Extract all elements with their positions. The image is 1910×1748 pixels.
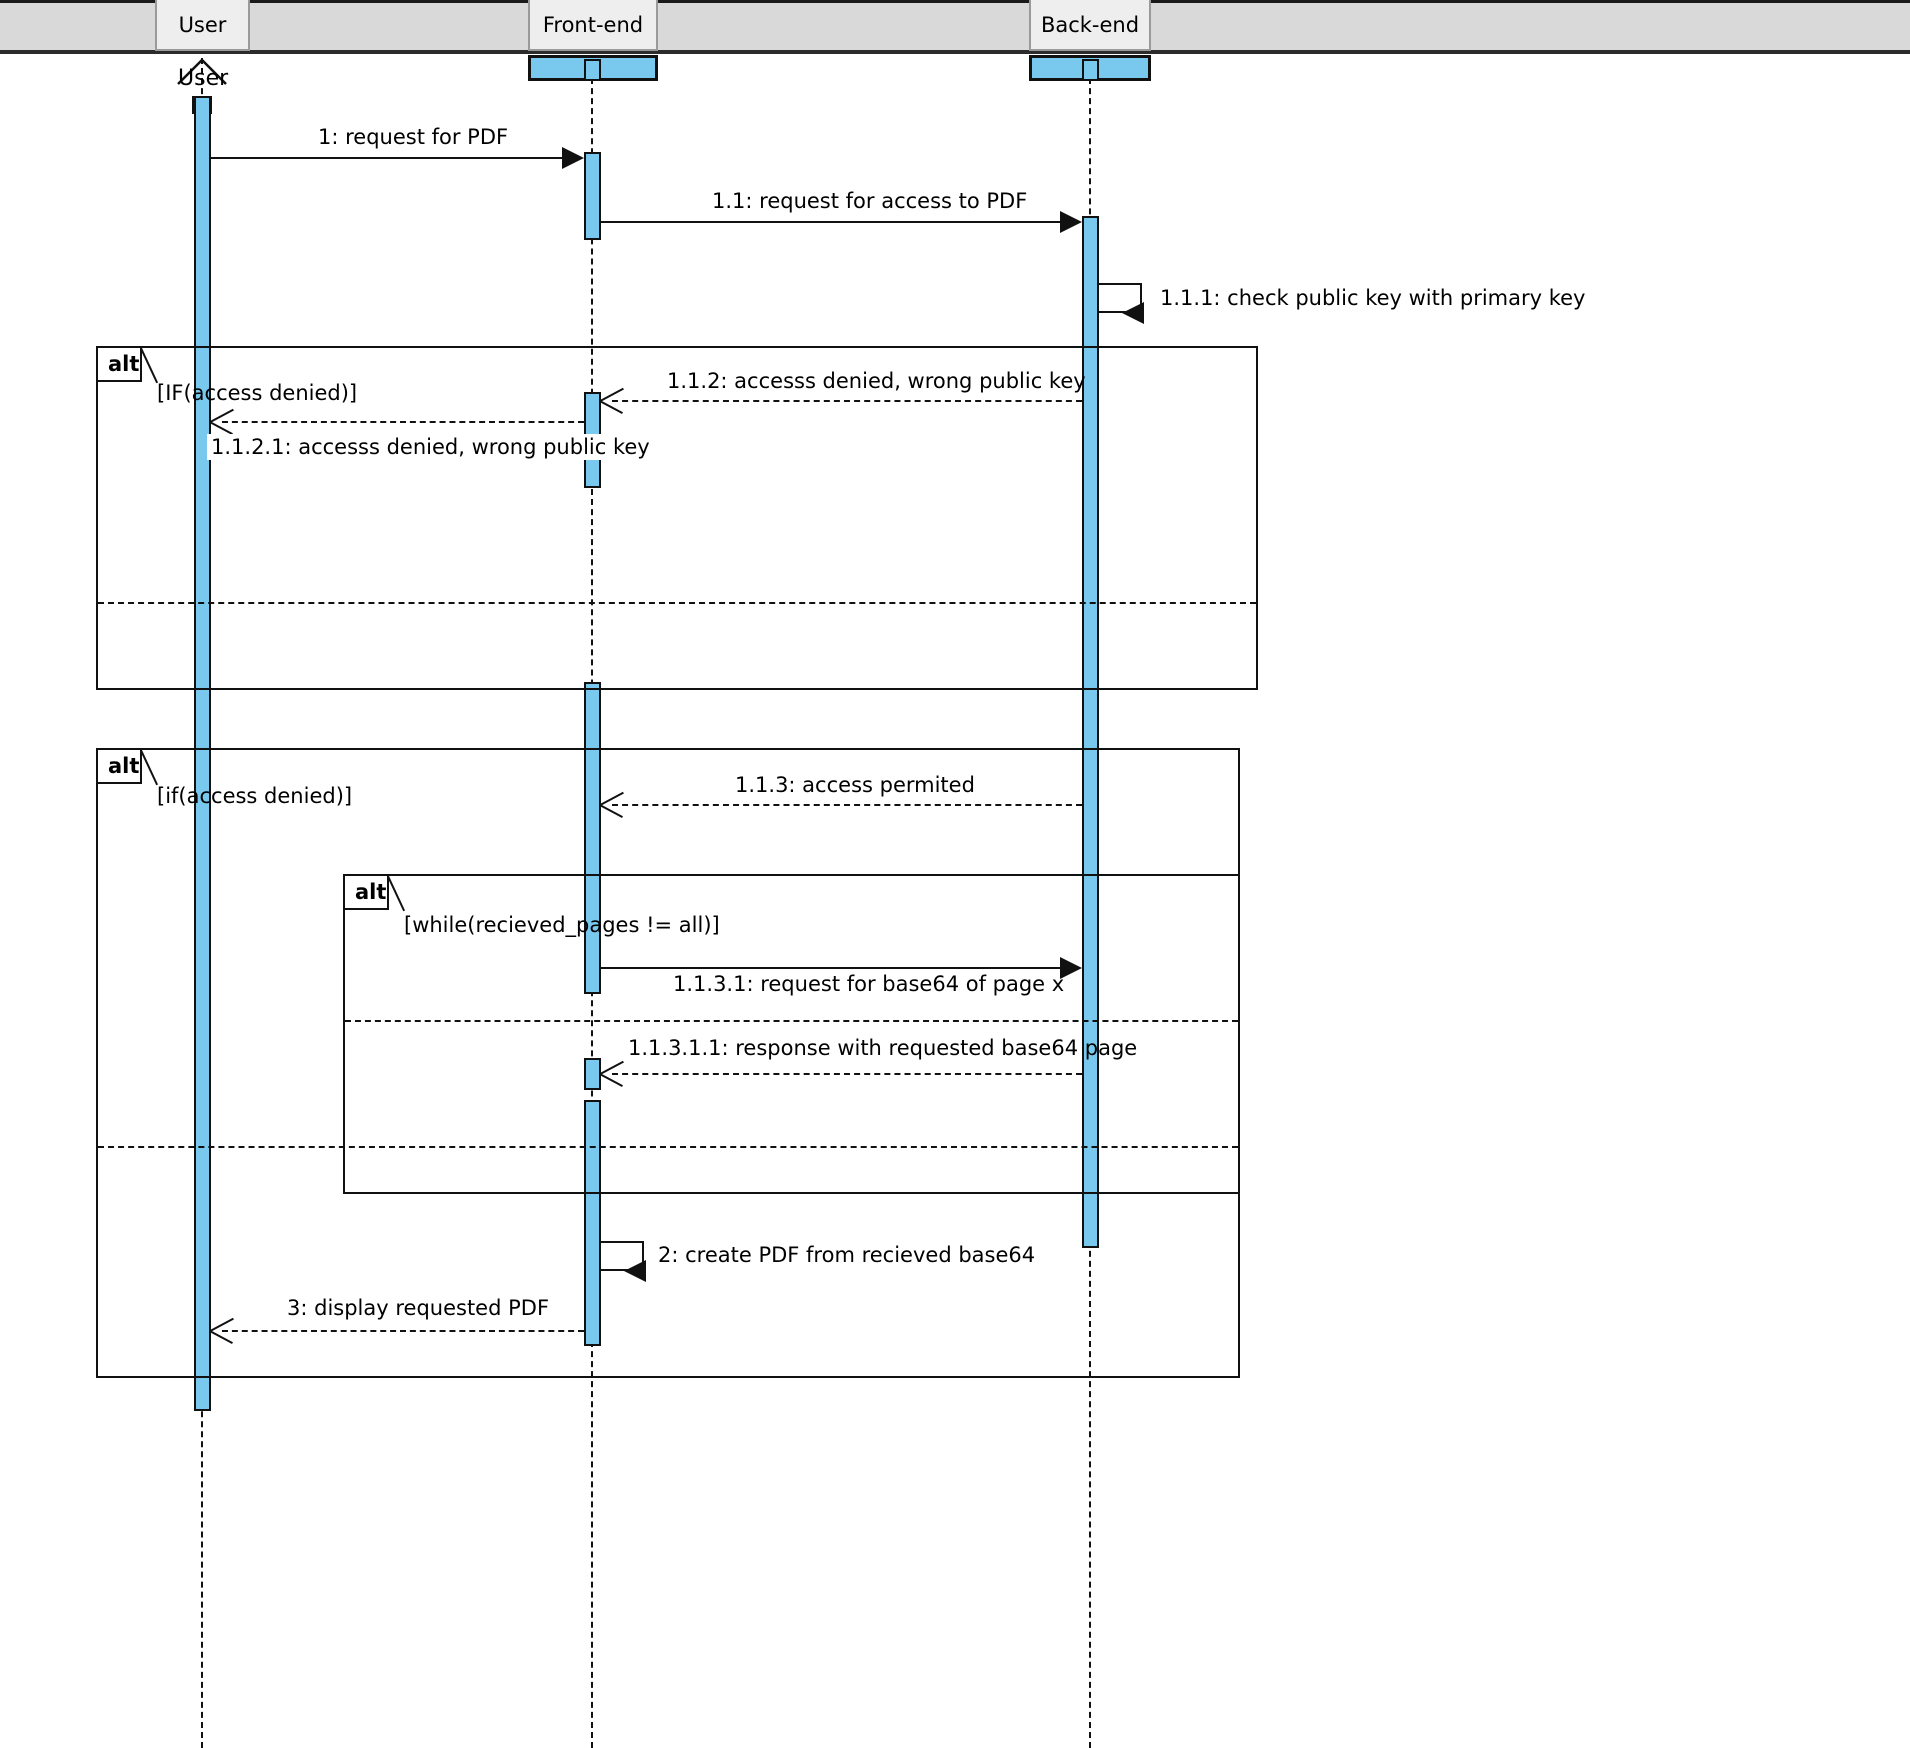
- message-10-label: 3: display requested PDF: [287, 1296, 550, 1320]
- message-4-arrowhead: [600, 387, 626, 413]
- message-9-selfcall-path: [600, 1241, 644, 1271]
- message-5-arrowhead: [210, 408, 236, 434]
- tab-user[interactable]: User: [155, 0, 250, 51]
- fragment-alt-2-divider: [98, 1146, 1238, 1148]
- message-6-label: 1.1.3: access permited: [735, 773, 975, 797]
- fragment-alt-1: [96, 346, 1258, 690]
- actor-roof-icon: [177, 58, 227, 85]
- message-10-arrowhead: [210, 1317, 236, 1343]
- message-9-arrowhead: [624, 1260, 646, 1282]
- message-8-arrowhead: [600, 1060, 626, 1086]
- message-1-line: [210, 157, 574, 159]
- fragment-alt-3-operator: alt: [345, 876, 389, 910]
- tab-backend-label: Back-end: [1040, 12, 1140, 37]
- message-10-line: [222, 1330, 584, 1332]
- message-2-label: 1.1: request for access to PDF: [712, 189, 1028, 213]
- message-8-line: [612, 1073, 1082, 1075]
- fragment-alt-1-divider: [98, 602, 1256, 604]
- message-6-line: [612, 804, 1082, 806]
- fragment-alt-3-notch: [389, 876, 405, 910]
- message-2-arrowhead: [1060, 211, 1082, 233]
- message-4-line: [612, 400, 1082, 402]
- message-5-label: 1.1.2.1: accesss denied, wrong public ke…: [207, 434, 654, 460]
- fragment-alt-1-operator: alt: [98, 348, 142, 382]
- activation-frontend-3: [584, 682, 601, 994]
- fragment-alt-1-notch: [142, 348, 158, 382]
- message-7-line: [600, 967, 1063, 969]
- tab-frontend-label: Front-end: [542, 12, 644, 37]
- fragment-alt-1-guard: [IF(access denied)]: [157, 381, 358, 405]
- tab-frontend[interactable]: Front-end: [528, 0, 658, 51]
- fragment-alt-3: [343, 874, 1240, 1194]
- message-5-line: [222, 421, 584, 423]
- message-3-label: 1.1.1: check public key with primary key: [1160, 286, 1586, 310]
- activation-backend-head: [1082, 59, 1099, 81]
- activation-user: [194, 96, 211, 1411]
- tab-backend[interactable]: Back-end: [1029, 0, 1151, 51]
- fragment-alt-2-guard: [if(access denied)]: [157, 784, 353, 808]
- activation-frontend-5: [584, 1100, 601, 1346]
- message-3-selfcall-path: [1098, 283, 1142, 313]
- fragment-alt-3-operator-label: alt: [355, 880, 387, 904]
- message-1-label: 1: request for PDF: [318, 125, 509, 149]
- activation-frontend-head: [584, 59, 601, 81]
- message-6-arrowhead: [600, 791, 626, 817]
- actor-label-user: User: [178, 66, 229, 91]
- message-1-arrowhead: [562, 147, 584, 169]
- fragment-alt-2-notch: [142, 750, 158, 784]
- fragment-alt-3-divider: [345, 1020, 1238, 1022]
- fragment-alt-2-operator: alt: [98, 750, 142, 784]
- message-3-arrowhead: [1122, 302, 1144, 324]
- message-9-label: 2: create PDF from recieved base64: [658, 1243, 1036, 1267]
- message-4-label: 1.1.2: accesss denied, wrong public key: [667, 369, 1086, 393]
- tab-user-label: User: [178, 12, 227, 37]
- fragment-alt-1-operator-label: alt: [108, 352, 140, 376]
- message-7-arrowhead: [1060, 957, 1082, 979]
- header-bar: [0, 0, 1910, 54]
- fragment-alt-2-operator-label: alt: [108, 754, 140, 778]
- activation-backend-1: [1082, 216, 1099, 1248]
- message-2-line: [600, 221, 1063, 223]
- activation-frontend-1: [584, 152, 601, 240]
- message-7-label: 1.1.3.1: request for base64 of page x: [673, 972, 1065, 996]
- fragment-alt-3-guard: [while(recieved_pages != all)]: [404, 913, 720, 937]
- message-8-label: 1.1.3.1.1: response with requested base6…: [628, 1036, 1138, 1060]
